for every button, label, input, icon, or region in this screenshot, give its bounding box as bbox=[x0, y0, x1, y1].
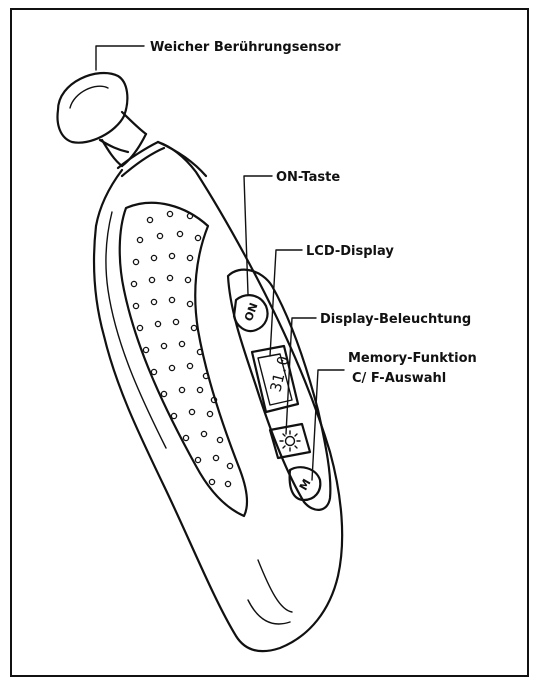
grip-dot bbox=[185, 277, 190, 282]
grip-dot bbox=[161, 391, 166, 396]
thermometer-body bbox=[94, 142, 342, 651]
grip-dot bbox=[137, 325, 142, 330]
grip-dot bbox=[227, 463, 232, 468]
grip-dot bbox=[151, 255, 156, 260]
grip-dot bbox=[167, 211, 172, 216]
grip-dot bbox=[149, 277, 154, 282]
memory-button-label: M bbox=[297, 477, 314, 493]
grip-dot bbox=[151, 299, 156, 304]
label-on-button: ON-Taste bbox=[276, 170, 340, 185]
grip-dot bbox=[133, 259, 138, 264]
label-lcd-display: LCD-Display bbox=[306, 244, 394, 259]
grip-dot bbox=[147, 217, 152, 222]
grip-dot bbox=[131, 281, 136, 286]
grip-dot bbox=[183, 435, 188, 440]
grip-dot bbox=[137, 237, 142, 242]
grip-dot bbox=[191, 325, 196, 330]
grip-dot bbox=[207, 411, 212, 416]
grip-dot bbox=[195, 457, 200, 462]
grip-dot bbox=[169, 253, 174, 258]
grip-dot bbox=[179, 341, 184, 346]
grip-panel bbox=[120, 203, 247, 516]
label-sensor: Weicher Berührungsensor bbox=[150, 40, 341, 55]
grip-dot bbox=[151, 369, 156, 374]
lcd-display: 31.0 bbox=[252, 346, 298, 412]
label-memory-line1: Memory-Funktion bbox=[348, 351, 477, 366]
grip-dot bbox=[189, 409, 194, 414]
grip-dot bbox=[157, 233, 162, 238]
label-memory-line2: C/ F-Auswahl bbox=[352, 371, 446, 386]
grip-dot bbox=[171, 413, 176, 418]
grip-dot bbox=[167, 275, 172, 280]
control-panel: ON 31.0 M bbox=[228, 270, 330, 510]
sun-icon bbox=[280, 431, 300, 451]
grip-dot bbox=[187, 301, 192, 306]
grip-dots bbox=[131, 211, 232, 486]
grip-dot bbox=[143, 347, 148, 352]
grip-dot bbox=[187, 255, 192, 260]
grip-dot bbox=[179, 387, 184, 392]
grip-dot bbox=[177, 231, 182, 236]
grip-dot bbox=[225, 481, 230, 486]
grip-dot bbox=[133, 303, 138, 308]
grip-dot bbox=[173, 319, 178, 324]
grip-dot bbox=[217, 437, 222, 442]
grip-dot bbox=[155, 321, 160, 326]
grip-dot bbox=[187, 363, 192, 368]
grip-dot bbox=[209, 479, 214, 484]
grip-dot bbox=[197, 387, 202, 392]
soft-sensor-tip bbox=[58, 73, 164, 176]
grip-dot bbox=[213, 455, 218, 460]
grip-dot bbox=[161, 343, 166, 348]
on-button[interactable]: ON bbox=[234, 295, 268, 331]
on-button-label: ON bbox=[242, 301, 261, 323]
label-display-light: Display-Beleuchtung bbox=[320, 312, 471, 327]
grip-dot bbox=[169, 365, 174, 370]
grip-dot bbox=[201, 431, 206, 436]
grip-dot bbox=[195, 235, 200, 240]
grip-dot bbox=[169, 297, 174, 302]
